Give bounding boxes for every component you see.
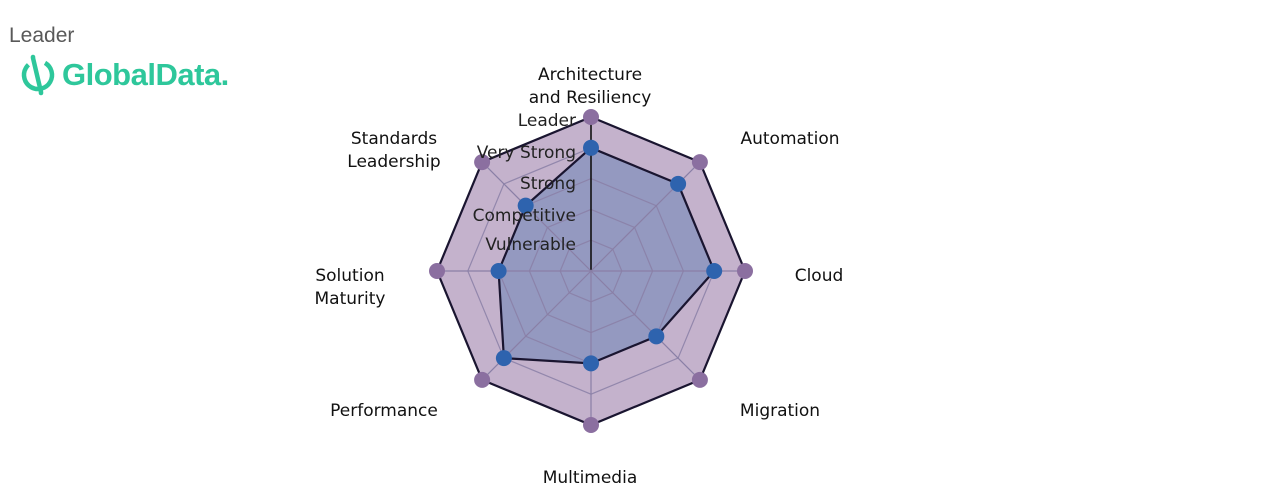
axis-label-migration: Migration xyxy=(740,401,820,421)
series-marker-1 xyxy=(670,175,687,192)
series-marker-0 xyxy=(691,371,708,388)
globaldata-wordmark: GlobalData. xyxy=(62,57,229,92)
level-label-strong: Strong xyxy=(520,174,576,194)
axis-label-automation: Automation xyxy=(740,129,839,149)
series-marker-0 xyxy=(583,109,599,125)
series-marker-0 xyxy=(429,263,445,279)
series-marker-1 xyxy=(495,350,512,367)
series-marker-1 xyxy=(648,328,665,345)
globaldata-logo: GlobalData. xyxy=(20,54,229,96)
axis-spoke xyxy=(590,270,701,381)
globaldata-logo-icon xyxy=(21,54,55,96)
series-marker-0 xyxy=(691,154,708,171)
series-marker-0 xyxy=(474,154,491,171)
level-label-vulnerable: Vulnerable xyxy=(485,235,576,255)
level-label-leader: Leader xyxy=(518,111,576,131)
series-marker-0 xyxy=(474,371,491,388)
series-marker-1 xyxy=(517,197,534,214)
series-marker-0 xyxy=(583,417,599,433)
axis-label-multimedia: Multimedia xyxy=(543,468,638,488)
axis-label-cloud: Cloud xyxy=(795,266,844,286)
level-label-very-strong: Very Strong xyxy=(477,143,576,163)
rating-badge-label: Leader xyxy=(9,24,75,47)
series-marker-1 xyxy=(583,139,599,156)
series-marker-1 xyxy=(490,263,507,279)
series-marker-1 xyxy=(706,263,723,279)
axis-label-performance: Performance xyxy=(330,401,438,421)
series-marker-0 xyxy=(737,263,753,279)
axis-spoke xyxy=(481,161,592,272)
series-marker-1 xyxy=(583,355,599,372)
level-label-competitive: Competitive xyxy=(473,206,576,226)
